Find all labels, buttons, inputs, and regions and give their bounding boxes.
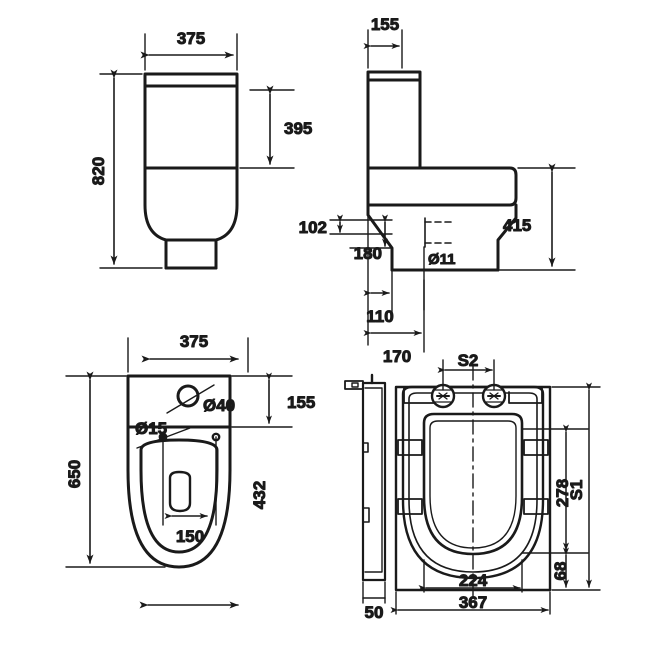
dim-label-224: 224 <box>459 571 488 590</box>
dim-label-170: 170 <box>383 347 411 366</box>
seat-hinge-block-right <box>508 386 543 404</box>
dim-label-dia40: Ø40 <box>203 396 235 415</box>
dim-label-50: 50 <box>365 603 384 622</box>
seat-profile-inner <box>364 387 383 573</box>
seat-bumper-upper <box>363 442 369 453</box>
dim-label-375-plan: 375 <box>180 332 208 351</box>
seat-hinge-stub <box>344 380 364 390</box>
view-plan: Ø40 Ø15 150 375 650 155 432 <box>65 332 316 609</box>
dim-label-150: 150 <box>176 527 204 546</box>
dim-label-68: 68 <box>551 562 570 581</box>
seat-hinge-left-detail <box>434 389 452 403</box>
seat-pad-lower-left <box>397 498 423 515</box>
view-front-elevation: 375 820 395 <box>89 29 313 270</box>
dim-label-102: 102 <box>299 218 327 237</box>
dim-label-155-side: 155 <box>371 15 399 34</box>
plan-trap-opening <box>168 470 192 513</box>
dim-label-650: 650 <box>65 460 84 488</box>
seat-hinge-stub-inner <box>351 382 359 388</box>
dim-label-820: 820 <box>89 157 108 185</box>
side-bowl-rear-taper <box>496 203 518 272</box>
dim-label-367: 367 <box>459 593 487 612</box>
dim-label-dia15: Ø15 <box>135 419 167 438</box>
dim-label-s1: S1 <box>567 480 586 501</box>
seat-pad-upper-right <box>523 439 549 456</box>
seat-ring-outer-inner <box>408 392 538 573</box>
seat-ring-opening-inner <box>429 420 517 549</box>
seat-ring-opening <box>422 412 524 556</box>
seat-profile-outline <box>361 381 387 582</box>
dim-label-155-plan: 155 <box>287 393 315 412</box>
hidden-fixing-detail <box>424 221 453 244</box>
pan-outline <box>143 166 239 242</box>
view-side-elevation: Ø11 155 415 102 180 110 170 <box>298 15 576 367</box>
view-seat: 50 <box>344 351 601 623</box>
side-bowl-top-slab <box>366 166 518 207</box>
seat-pad-upper-left <box>397 439 423 456</box>
seat-pad-lower-right <box>523 498 549 515</box>
seat-bumper-lower <box>363 507 370 523</box>
dim-label-395: 395 <box>284 119 312 138</box>
dim-label-s2: S2 <box>458 351 479 370</box>
dim-label-110: 110 <box>366 307 393 326</box>
dim-label-375-top: 375 <box>177 29 205 48</box>
dim-label-432: 432 <box>250 481 269 509</box>
dim-label-278: 278 <box>553 479 572 507</box>
plan-pan-outer-bowl <box>126 468 232 569</box>
dim-label-dia11: Ø11 <box>428 251 456 268</box>
plan-flush-hole-dia40 <box>176 384 200 408</box>
dim-label-415: 415 <box>503 216 531 235</box>
leader-dia40 <box>166 384 215 414</box>
